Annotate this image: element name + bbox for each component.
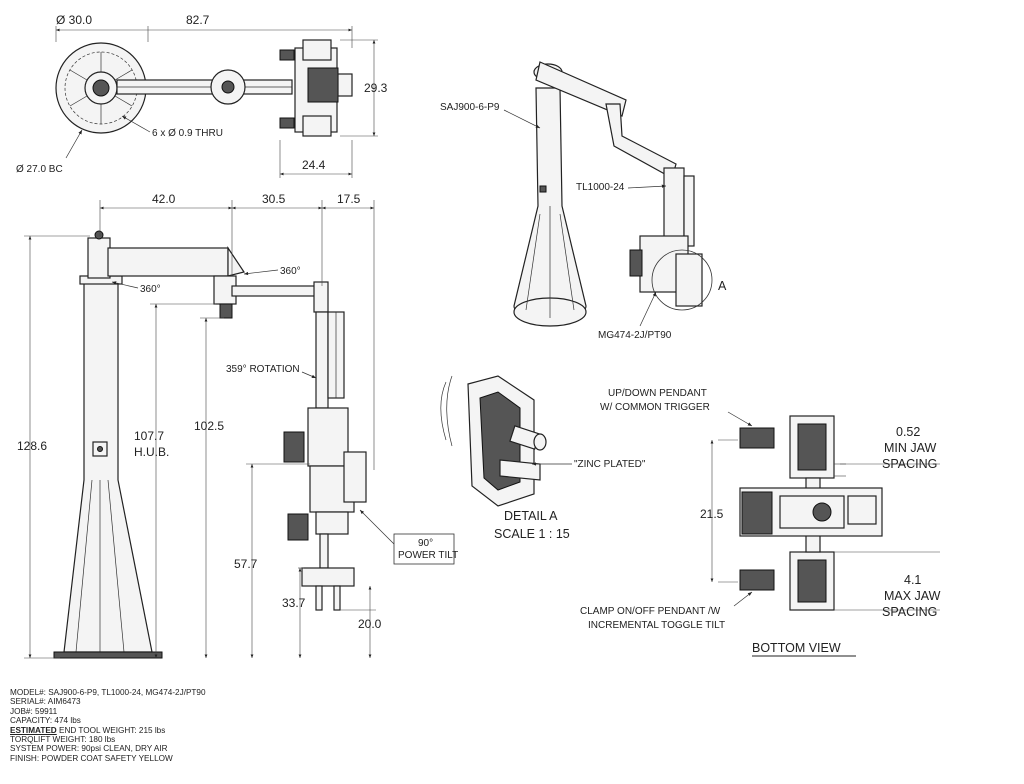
side-view: 42.0 30.5 17.5 128.6 107.7 H.U.B. 102.5 …: [17, 192, 458, 659]
iso-view: A SAJ900-6-P9 TL1000-24 MG474-2J/PT90: [440, 61, 727, 341]
detail-a-circle: [651, 249, 713, 311]
detail-a-view: "ZINC PLATED" DETAIL A SCALE 1 : 15: [440, 375, 646, 541]
pendant-up-side: [283, 431, 305, 463]
top-view: Ø 30.0 82.7 6 x Ø 0.9 THRU Ø 27.0 BC 29.…: [16, 13, 388, 178]
rotation-359-label: 359° ROTATION: [226, 364, 300, 375]
torqlift-column: [315, 311, 329, 409]
gripper-mount: [307, 407, 349, 467]
max-jaw-line2: SPACING: [882, 605, 937, 619]
spec-notes: MODEL#: SAJ900-6-P9, TL1000-24, MG474-2J…: [10, 688, 210, 763]
note-job: JOB#: 59911: [10, 706, 58, 716]
bottom-pendant-clamp: [739, 569, 775, 591]
dim-holes-label: 6 x Ø 0.9 THRU: [152, 128, 223, 139]
power-tilt-box: [393, 533, 455, 565]
note-system-power: SYSTEM POWER: 90psi CLEAN, DRY AIR: [10, 744, 168, 754]
bottom-view-title: BOTTOM VIEW: [752, 641, 841, 655]
dim-107-7: 107.7: [134, 429, 164, 443]
zinc-plated-note: "ZINC PLATED": [574, 459, 646, 470]
max-jaw-line1: MAX JAW: [884, 589, 941, 603]
dim-57-7: 57.7: [234, 557, 258, 571]
pendant-up-line1: UP/DOWN PENDANT: [608, 388, 707, 399]
label-torqlift-model: TL1000-24: [576, 182, 625, 193]
detail-a-scale: SCALE 1 : 15: [494, 527, 570, 541]
label-column-model: SAJ900-6-P9: [440, 102, 500, 113]
detail-a-title: DETAIL A: [504, 509, 558, 523]
boom-arm: [107, 247, 229, 277]
note-estimated: ESTIMATED: [10, 725, 57, 735]
bottom-pendant-up: [739, 427, 775, 449]
dim-102-5: 102.5: [194, 419, 224, 433]
pendant-clamp-side: [287, 513, 309, 541]
note-capacity: CAPACITY: 474 lbs: [10, 716, 81, 726]
pendant-up-line2: W/ COMMON TRIGGER: [600, 402, 710, 413]
rotation-360-arm: 360°: [280, 266, 301, 277]
min-jaw-value: 0.52: [896, 425, 920, 439]
dim-17-5: 17.5: [337, 192, 361, 206]
dim-42: 42.0: [152, 192, 176, 206]
pendant-clamp-line2: INCREMENTAL TOGGLE TILT: [588, 620, 725, 631]
dim-21-5: 21.5: [700, 507, 724, 521]
rotation-360-column: 360°: [140, 284, 161, 295]
dim-33-7: 33.7: [282, 596, 306, 610]
min-jaw-line1: MIN JAW: [884, 441, 937, 455]
note-end-tool-text: END TOOL WEIGHT: 215 lbs: [56, 725, 166, 735]
note-end-tool: ESTIMATED END TOOL WEIGHT: 215 lbs: [10, 726, 210, 735]
detail-marker-a: A: [718, 279, 727, 293]
dim-30-5: 30.5: [262, 192, 286, 206]
min-jaw-line2: SPACING: [882, 457, 937, 471]
column-body: [63, 281, 153, 653]
dim-height-29-3: 29.3: [364, 81, 388, 95]
dim-20: 20.0: [358, 617, 382, 631]
dim-bolt-circle-label: Ø 27.0 BC: [16, 164, 63, 175]
note-serial: SERIAL#: AIM6473: [10, 697, 81, 707]
bottom-view: 21.5 UP/DOWN PENDANT W/ COMMON TRIGGER 0…: [580, 388, 941, 657]
pendant-clamp-line1: CLAMP ON/OFF PENDANT /W: [580, 606, 721, 617]
note-torqlift: TORQLIFT WEIGHT: 180 lbs: [10, 735, 116, 745]
iso-second-arm: [605, 103, 677, 179]
iso-boom: [535, 61, 627, 117]
dim-length-82-7: 82.7: [186, 13, 210, 27]
power-tilt-label: POWER TILT: [398, 550, 458, 561]
dim-width-24-4: 24.4: [302, 158, 326, 172]
label-gripper-model: MG474-2J/PT90: [598, 330, 672, 341]
max-jaw-value: 4.1: [904, 573, 921, 587]
jaw-assembly: [301, 567, 355, 587]
column-hub: [92, 79, 110, 97]
dim-128-6: 128.6: [17, 439, 47, 453]
base-gussets: [69, 52, 133, 124]
secondary-arm: [231, 285, 323, 297]
power-tilt-degrees: 90°: [418, 538, 433, 549]
dim-hub: H.U.B.: [134, 445, 169, 459]
base-plate: [53, 651, 163, 659]
dim-diameter-30: Ø 30.0: [56, 13, 92, 27]
note-model: MODEL#: SAJ900-6-P9, TL1000-24, MG474-2J…: [10, 688, 206, 697]
note-finish: FINISH: POWDER COAT SAFETY YELLOW: [10, 753, 173, 763]
